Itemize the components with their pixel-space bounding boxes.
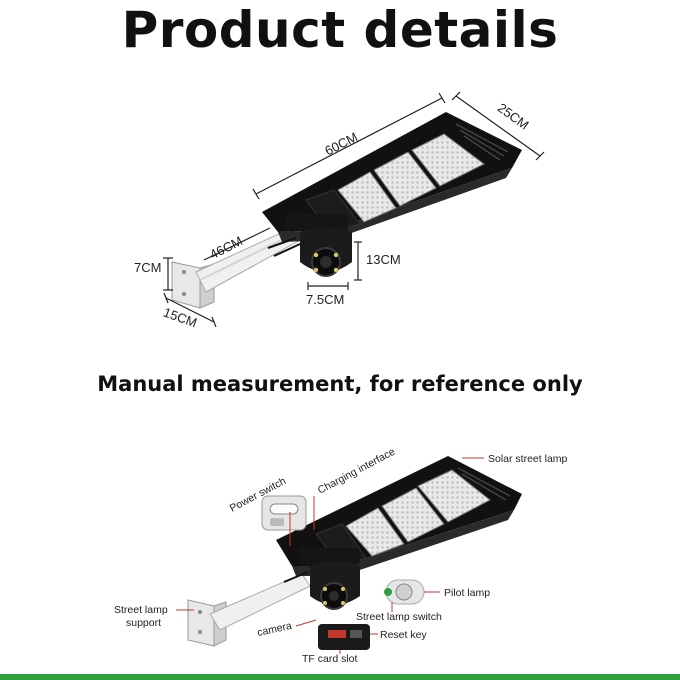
label-solar-street-lamp: Solar street lamp [488,453,568,465]
dim-bracket-width-label: 15CM [161,304,199,330]
dim-bracket-height-label: 7CM [134,260,161,275]
label-street-lamp-support-line1: Street lamp [114,604,168,616]
label-reset-key: Reset key [380,629,427,641]
label-pilot-lamp: Pilot lamp [444,587,490,599]
dim-camera-height-label: 13CM [366,252,401,267]
camera-unit [283,548,360,610]
page-title: Product details [121,1,559,59]
label-street-lamp-support-line2: support [126,617,161,629]
dim-length-label: 60CM [322,129,360,158]
label-tf-card-slot: TF card slot [302,653,358,665]
dim-camera-width-label: 7.5CM [306,292,344,307]
accent-bar [0,674,680,680]
reference-note: Manual measurement, for reference only [97,372,583,396]
tf-card-inset [318,624,370,650]
top-product: 60CM 25CM 46CM 7CM 15CM 13CM 7.5CM [134,91,545,330]
label-camera: camera [256,620,293,639]
camera-unit [267,214,352,277]
dimension-lines [163,91,545,328]
power-switch-inset [261,495,307,531]
leader-lines [176,457,484,654]
pilot-lamp-inset [384,579,425,605]
label-street-lamp-switch: Street lamp switch [356,611,442,623]
bottom-product: Solar street lamp Charging interface Pow… [114,446,568,665]
